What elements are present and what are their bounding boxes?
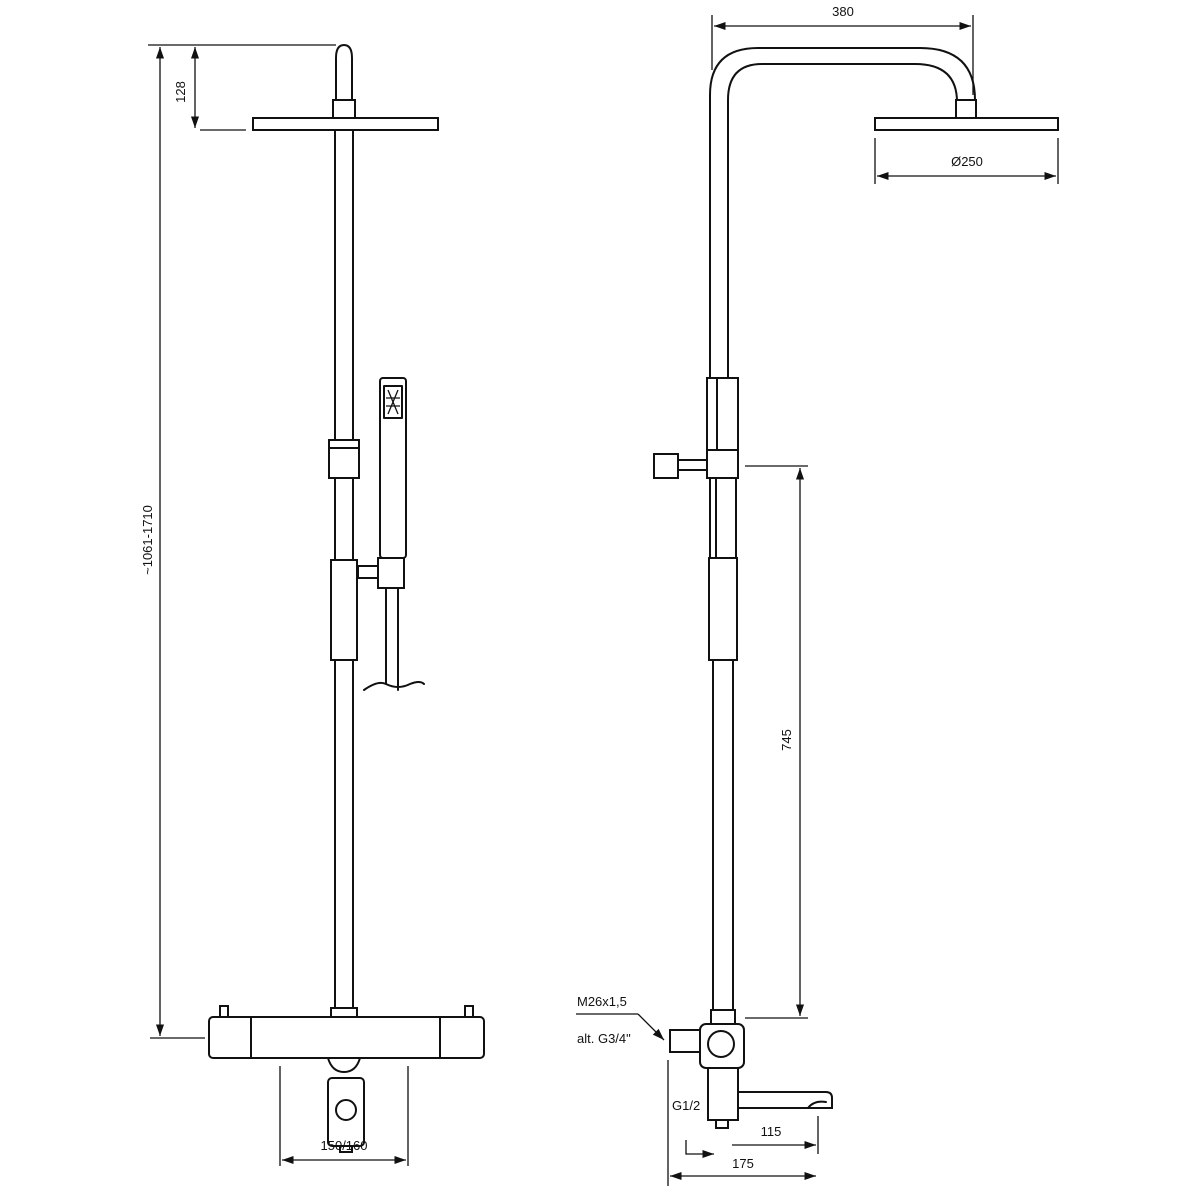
side-lower-riser <box>712 659 734 1011</box>
side-slider <box>706 449 739 479</box>
side-mixer-lower <box>707 1067 739 1121</box>
front-head-connector <box>332 99 356 119</box>
front-hand-holder <box>377 557 405 589</box>
label-thread-main: M26x1,5 <box>577 994 627 1009</box>
side-slider-knob <box>653 453 679 479</box>
front-upper-riser <box>334 129 354 441</box>
dim-head-diameter: Ø250 <box>951 154 983 169</box>
side-slider-knob-stem <box>677 459 708 471</box>
side-arm <box>709 47 976 379</box>
label-thread-outlet: G1/2 <box>672 1098 700 1113</box>
front-view <box>208 44 485 1153</box>
side-mixer-nut <box>710 1009 736 1025</box>
dim-spout-centers: 150/160 <box>321 1138 368 1153</box>
front-top-stub <box>335 44 353 101</box>
front-lower-sleeve <box>330 559 358 661</box>
front-spout-neck <box>327 1057 361 1073</box>
side-head-connector <box>955 99 977 119</box>
dim-total-depth: 175 <box>732 1156 754 1171</box>
label-thread-alt: alt. G3/4" <box>577 1031 631 1046</box>
front-middle-riser <box>334 477 354 561</box>
front-mixer-body <box>208 1016 485 1059</box>
side-shower-head <box>874 117 1059 131</box>
front-spout <box>327 1077 365 1147</box>
front-hand-shower-face <box>383 385 403 419</box>
dim-total-height: ~1061-1710 <box>140 505 155 575</box>
dim-spout-reach: 115 <box>761 1124 782 1139</box>
front-hose <box>385 587 399 691</box>
dim-arm-reach: 380 <box>832 4 854 19</box>
side-view <box>653 47 1059 1129</box>
front-mixer-pin-left <box>219 1005 229 1018</box>
side-spout <box>737 1091 833 1109</box>
side-lower-sleeve <box>708 557 738 661</box>
dimension-texts: 128 ~1061-1710 150/160 380 Ø250 745 115 … <box>140 4 983 1171</box>
front-lower-riser <box>334 659 354 1011</box>
dim-slide-rail: 745 <box>779 729 794 751</box>
dimension-lines <box>148 15 1059 1186</box>
front-slider <box>328 439 360 479</box>
dim-head-drop: 128 <box>173 81 188 103</box>
side-telescopic-tube <box>709 477 737 559</box>
front-mixer-pin-right <box>464 1005 474 1018</box>
side-mixer-cartridge <box>707 1030 735 1058</box>
side-upper-sleeve <box>706 377 739 451</box>
front-shower-head <box>252 117 439 131</box>
